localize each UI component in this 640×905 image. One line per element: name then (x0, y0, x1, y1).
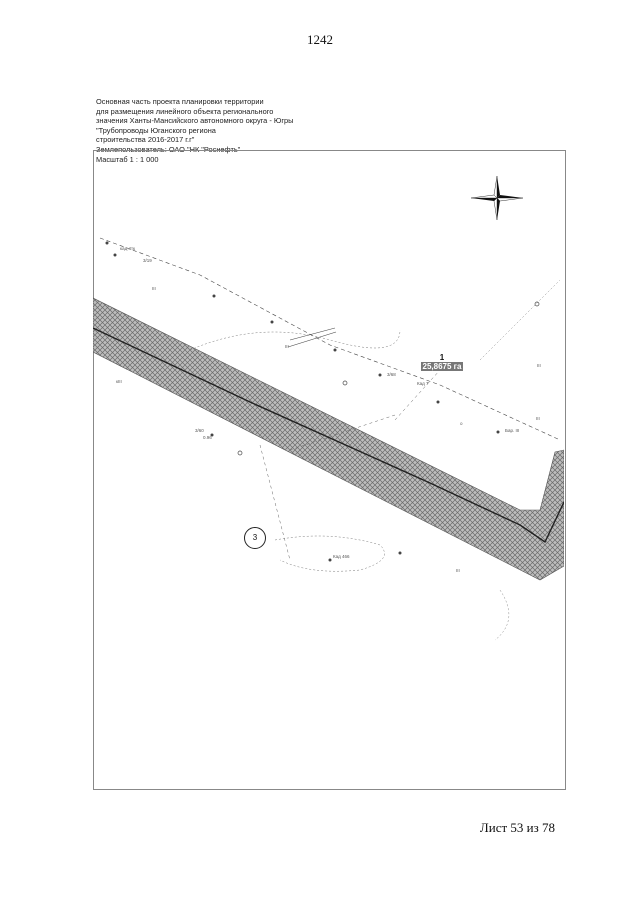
title-line: для размещения линейного объекта региона… (96, 106, 274, 116)
contour-line (479, 279, 561, 361)
contour-line (189, 329, 401, 351)
page-number: 1242 (307, 32, 333, 47)
area-label: 1 25,8675 га (406, 353, 478, 371)
svg-text:III: III (152, 286, 156, 291)
survey-line (99, 237, 561, 441)
drawing-title-block: Основная часть проекта планировки террит… (96, 97, 293, 164)
svg-text:III: III (285, 344, 289, 349)
pipeline-corridor (93, 297, 564, 581)
svg-text:3/68: 3/68 (387, 372, 396, 377)
svg-text:0.96: 0.96 (203, 435, 212, 440)
svg-text:o: o (460, 421, 463, 426)
svg-text:Кад 7: Кад 7 (417, 381, 429, 386)
svg-text:III: III (456, 568, 460, 573)
survey-line (259, 444, 291, 561)
contour-line (494, 589, 509, 641)
svg-text:Кад 466: Кад 466 (333, 554, 350, 559)
north-arrow-icon (470, 175, 524, 221)
title-line: "Трубопроводы Юганского региона (96, 125, 216, 135)
area-value: 25,8675 га (420, 362, 464, 371)
title-line: Основная часть проекта планировки террит… (96, 97, 264, 106)
svg-text:3/19: 3/19 (143, 258, 152, 263)
svg-text:Бар. III: Бар. III (505, 428, 519, 433)
point-marker-circle: 3 (244, 527, 266, 549)
survey-line (289, 414, 396, 451)
svg-text:III: III (537, 363, 541, 368)
land-user-line: Землепользователь: ОАО "НК "Роснефть" (96, 144, 241, 154)
title-line: значения Ханты-Мансийского автономного о… (96, 116, 294, 126)
title-line: строительства 2016-2017 г.г" (96, 135, 195, 145)
sheet-counter: Лист 53 из 78 (479, 820, 555, 835)
svg-text:III: III (536, 416, 540, 421)
area-number: 1 (439, 353, 445, 362)
map-frame (93, 150, 566, 790)
survey-line (394, 369, 441, 421)
scale-line: Масштаб 1 : 1 000 (96, 154, 159, 164)
contour-line (287, 331, 337, 348)
svg-text:3/60: 3/60 (195, 428, 204, 433)
contour-line (289, 327, 336, 341)
pipeline-line (93, 327, 564, 544)
svg-text:кад 4тк: кад 4тк (120, 246, 135, 251)
contour-line (274, 535, 385, 572)
svg-text:кIII: кIII (116, 379, 122, 384)
